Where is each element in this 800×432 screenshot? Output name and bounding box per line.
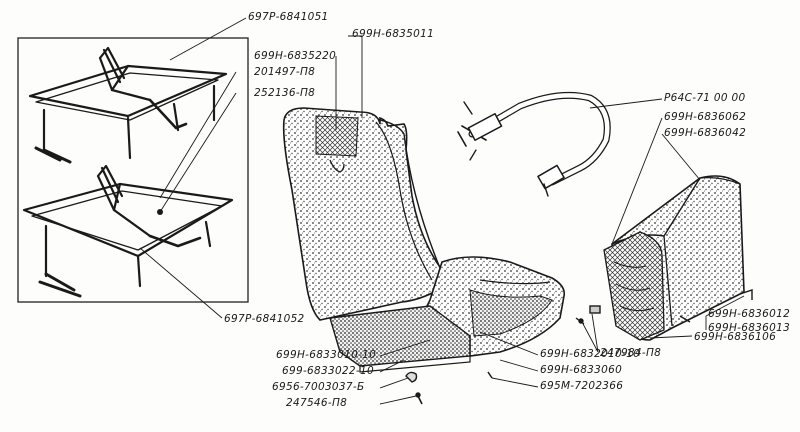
label-screw-2: 252136-П8 (254, 87, 316, 99)
seat-cushion (329, 256, 566, 373)
label-arm-upper-1: 699Н-6836062 (664, 111, 747, 123)
armrest-fasteners (575, 289, 753, 325)
label-screw-3: 247984-П8 (600, 347, 662, 359)
seat-frame-upper (28, 46, 228, 164)
label-arm-right-1: 699Н-6836012 (708, 308, 791, 320)
label-seat-base: 699Н-6833010-10 (276, 349, 377, 361)
seat-belt (457, 91, 611, 197)
label-seat-back: 699Н-6835011 (352, 28, 435, 40)
label-arm-right-2: 699Н-6836013 (708, 322, 791, 334)
label-headrest-pad: 699Н-6835220 (254, 50, 337, 62)
seat-frame-lower (22, 164, 234, 298)
headrest-pad (315, 115, 359, 157)
label-bracket: 699-6833022-10 (282, 365, 374, 377)
label-screw-1: 201497-П8 (254, 66, 316, 78)
clamp-part (405, 371, 493, 405)
label-arm-lower: 699Н-6836106 (694, 331, 777, 343)
leader-lines (139, 17, 745, 405)
label-arm-upper-2: 699Н-6836042 (664, 127, 747, 139)
label-clip: 695М-7202366 (540, 380, 624, 392)
label-frame-bottom: 697Р-6841052 (224, 313, 305, 325)
armrest (603, 175, 745, 341)
seat-back (282, 107, 443, 321)
label-cushion: 699Н-6832010-10 (540, 348, 641, 360)
label-clamp: 6956-7003037-Б (272, 381, 365, 393)
label-screw-4: 247546-П8 (286, 397, 348, 409)
label-belt: Р64С-71 00 00 (664, 92, 746, 104)
frames-inset-box (17, 37, 249, 303)
label-cushion-front: 699Н-6833060 (540, 364, 623, 376)
label-frame-top: 697Р-6841051 (248, 11, 329, 23)
